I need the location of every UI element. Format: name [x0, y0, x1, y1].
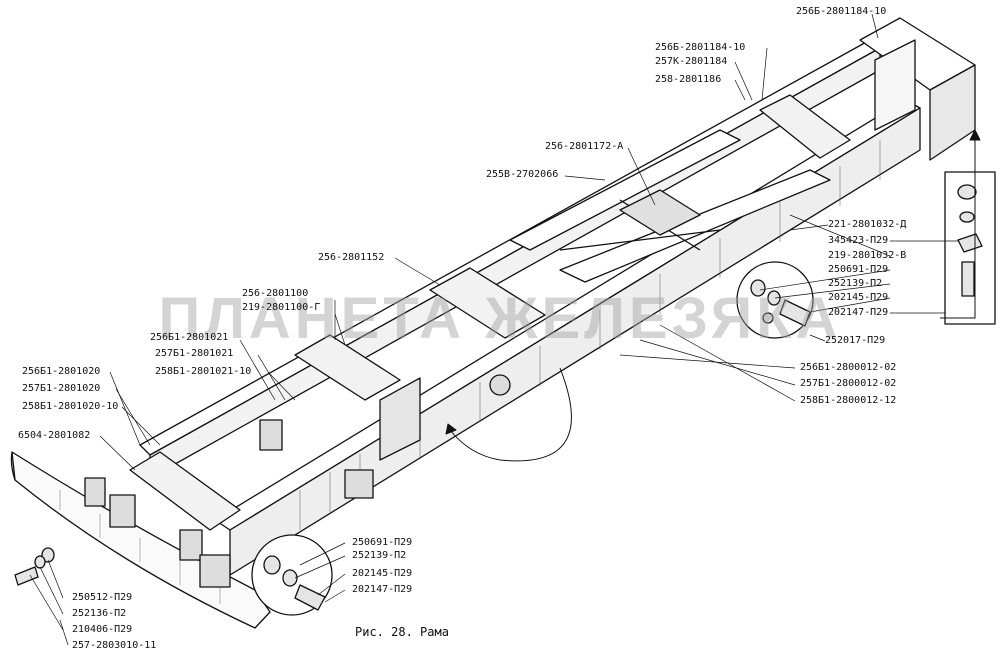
watermark: ПЛАНЕТА ЖЕЛЕЗЯКА: [158, 286, 842, 351]
callout-label: 252139-П2: [828, 278, 883, 289]
callout-label: 257К-2801184: [655, 56, 728, 67]
callout-label: 252136-П2: [72, 608, 127, 619]
callout-label: 202147-П29: [352, 584, 413, 595]
leader-lines: [29, 13, 958, 646]
callout-label: 258Б1-2801021-10: [155, 366, 252, 377]
bumper-fasteners: [14, 547, 55, 586]
figure-caption: Рис. 28. Рама: [355, 625, 449, 639]
callout-label: 6504-2801082: [18, 430, 91, 441]
callout-label: 256Б1-2801020: [22, 366, 101, 377]
bolt-detail-right: [736, 261, 814, 339]
callout-label: 256-2801100: [242, 288, 309, 299]
callout-label: 250691-П29: [828, 264, 889, 275]
callout-label: 202147-П29: [828, 307, 889, 318]
callout-label: 257Б1-2800012-02: [800, 378, 897, 389]
callout-label: 252017-П29: [825, 335, 886, 346]
callout-label: 255В-2702066: [486, 169, 559, 180]
arrows: [445, 129, 981, 462]
callout-label: 258-2801186: [655, 74, 722, 85]
callout-label: 257Б1-2801021: [155, 348, 234, 359]
callout-label: 250691-П29: [352, 537, 413, 548]
callout-label: 257Б1-2801020: [22, 383, 101, 394]
x-brace-member: [509, 129, 831, 283]
callout-label: 221-2801032-Д: [828, 219, 907, 230]
callout-label: 219-2801100-Г: [242, 302, 321, 313]
callout-label: 202145-П29: [828, 292, 889, 303]
callout-label: 256Б1-2801021: [150, 332, 229, 343]
callout-label: 258Б1-2800012-12: [800, 395, 897, 406]
fastener-column: [944, 171, 996, 325]
front-brackets: [84, 374, 511, 588]
callout-label: 256Б-2801184-10: [655, 42, 746, 53]
callout-label: 257-2803010-11: [72, 640, 157, 651]
callout-label: 250512-П29: [72, 592, 133, 603]
callout-label: 210406-П29: [72, 624, 133, 635]
callout-label: 258Б1-2801020-10: [22, 401, 119, 412]
callout-label: 256-2801152: [318, 252, 385, 263]
cross-members: [129, 94, 851, 531]
callout-label: 202145-П29: [352, 568, 413, 579]
callout-label: 256-2801172-А: [545, 141, 624, 152]
callout-label: 256Б-2801184-10: [796, 6, 887, 17]
rear-frame-box: [859, 17, 976, 161]
callout-label: 345423-П29: [828, 235, 889, 246]
callout-label: 219-2801032-В: [828, 250, 907, 261]
callout-label: 256Б1-2800012-02: [800, 362, 897, 373]
bolt-detail-left: [251, 534, 333, 616]
callout-label: 252139-П2: [352, 550, 407, 561]
